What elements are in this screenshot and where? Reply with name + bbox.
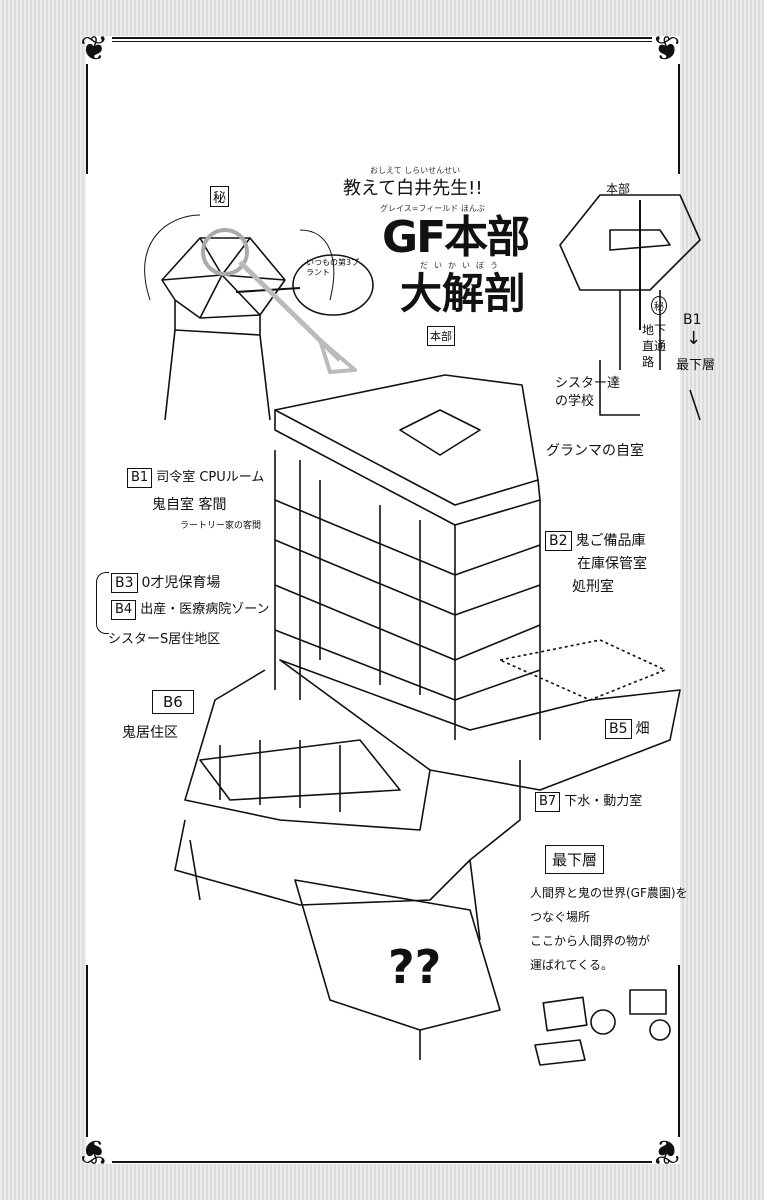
frame-bottom <box>112 1161 652 1163</box>
inset-right-arrow: ↓ <box>686 328 702 349</box>
title-line2-ruby: だいかいぼう <box>420 261 504 270</box>
page-title: GF本部 <box>382 212 530 263</box>
frame-right-top <box>678 64 680 174</box>
b5-text: 畑 <box>635 721 650 737</box>
b1-line2: 鬼自室 客間 <box>152 497 227 513</box>
b6-text: 鬼居住区 <box>122 725 178 741</box>
inset-right-b1: B1 <box>683 312 702 328</box>
inset-right-bottom: 最下層 <box>676 358 716 373</box>
tag-b5: B5 <box>605 719 632 739</box>
tag-b4: B4 <box>111 600 137 620</box>
frame-top-inner <box>112 41 652 42</box>
page-subtitle: 大解剖 <box>400 269 527 318</box>
label-grandma-room: グランマの自室 <box>546 443 644 459</box>
main-building <box>174 374 681 1060</box>
tag-b2: B2 <box>545 531 572 551</box>
b2-line1: 鬼ご備品庫 <box>575 533 646 549</box>
bottom-doodles <box>534 989 671 1066</box>
tag-b3: B3 <box>111 573 138 593</box>
tag-b6: B6 <box>152 690 194 714</box>
bottom-line4: 運ばれてくる。 <box>530 958 614 972</box>
building-tag: 本部 <box>427 326 455 346</box>
label-sisters-school: シスター達の学校 <box>555 376 621 409</box>
ornament-top-left-icon: ❦ <box>80 29 109 69</box>
mystery-marks: ?? <box>388 940 442 994</box>
inset-left-sketch <box>144 214 374 421</box>
b4-text: 出産・医療病院ゾーン <box>140 602 270 617</box>
label-sisters-zone: シスターS居住地区 <box>108 632 221 647</box>
title-ruby: グレイス=フィールド ほんぶ <box>380 204 485 213</box>
page-panel <box>86 36 680 1164</box>
b2-line2: 在庫保管室 <box>577 556 647 572</box>
b3-text: 0才児保育場 <box>141 575 221 591</box>
inset-left-secret-mark: 秘 <box>210 186 230 207</box>
inset-right-passage: 地下直通路 <box>642 323 667 369</box>
bottom-line2: つなぐ場所 <box>530 910 591 924</box>
inset-right-label-top: 本部 <box>606 182 631 196</box>
kicker-title: 教えて白井先生!! <box>343 178 483 199</box>
frame-right-bottom <box>678 965 680 1137</box>
frame-left-top <box>86 64 88 174</box>
b1-line3: ラートリー家の客間 <box>180 521 262 531</box>
inset-left-bubble-text: いつもの第3プラント <box>306 258 360 277</box>
kicker-ruby: おしえて しらいせんせい <box>370 166 461 175</box>
frame-top <box>112 37 652 39</box>
inset-right-secret-mark: 秘 <box>651 296 667 315</box>
tag-b7: B7 <box>535 792 561 812</box>
frame-left-bottom <box>86 965 88 1137</box>
b7-text: 下水・動力室 <box>564 794 643 809</box>
bottom-line1: 人間界と鬼の世界(GF農園)を <box>530 886 688 900</box>
bracket <box>96 572 109 634</box>
b2-line3: 処刑室 <box>572 579 614 595</box>
bottom-line3: ここから人間界の物が <box>530 934 651 948</box>
tag-b1: B1 <box>127 468 153 488</box>
b1-line1: 司令室 CPUルーム <box>156 470 265 485</box>
tag-bottom: 最下層 <box>545 845 605 874</box>
inset-right-sketch <box>559 194 701 421</box>
